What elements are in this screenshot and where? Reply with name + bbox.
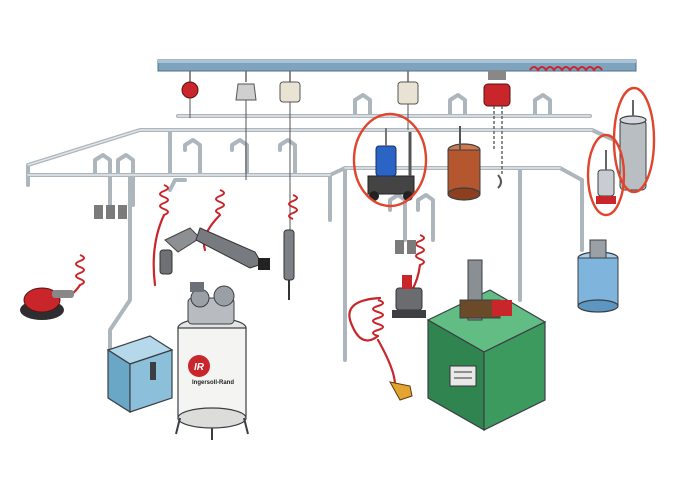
compressor-brand-name: Ingersoll-Rand — [192, 380, 234, 386]
filter-regulator-lubricator-icon — [94, 205, 127, 219]
impact-wrench-tool — [392, 275, 426, 318]
filter-regulator-lubricator-icon — [395, 240, 416, 254]
brand-logo-icon — [188, 355, 210, 377]
workstation-machine — [426, 259, 547, 432]
oil-storage-tank — [577, 239, 619, 313]
compressor-brand-mark: IR — [194, 362, 205, 373]
highlight-circle-icon — [612, 86, 656, 194]
air-drill-tool — [159, 227, 201, 275]
balancer-icon — [235, 71, 257, 180]
pump-cart — [367, 128, 415, 201]
balancer-icon — [181, 71, 199, 118]
chain-hoist-icon — [483, 70, 511, 189]
air-dryer-icon — [106, 335, 174, 414]
pipe-network — [26, 93, 616, 362]
highlight-circle-icon — [352, 112, 428, 208]
balancer-icon — [279, 71, 301, 230]
tall-pressure-tank — [619, 100, 647, 191]
straight-screwdriver-tool — [283, 229, 295, 300]
overhead-coil-hose — [529, 66, 603, 72]
angle-driver-tool — [195, 227, 270, 270]
air-compressor-icon — [175, 282, 249, 440]
coil-hose-mid1 — [152, 184, 169, 287]
small-pump-unit — [596, 150, 616, 204]
overhead-rail — [157, 59, 637, 72]
blow-gun-tool — [389, 381, 413, 401]
balancer-icon — [397, 71, 419, 130]
coil-hose-lower — [348, 296, 397, 387]
random-orbital-sander-tool — [20, 287, 74, 320]
drum-barrel — [447, 126, 481, 201]
coil-hose-mid3 — [288, 194, 298, 220]
highlight-circle-icon — [586, 133, 626, 217]
